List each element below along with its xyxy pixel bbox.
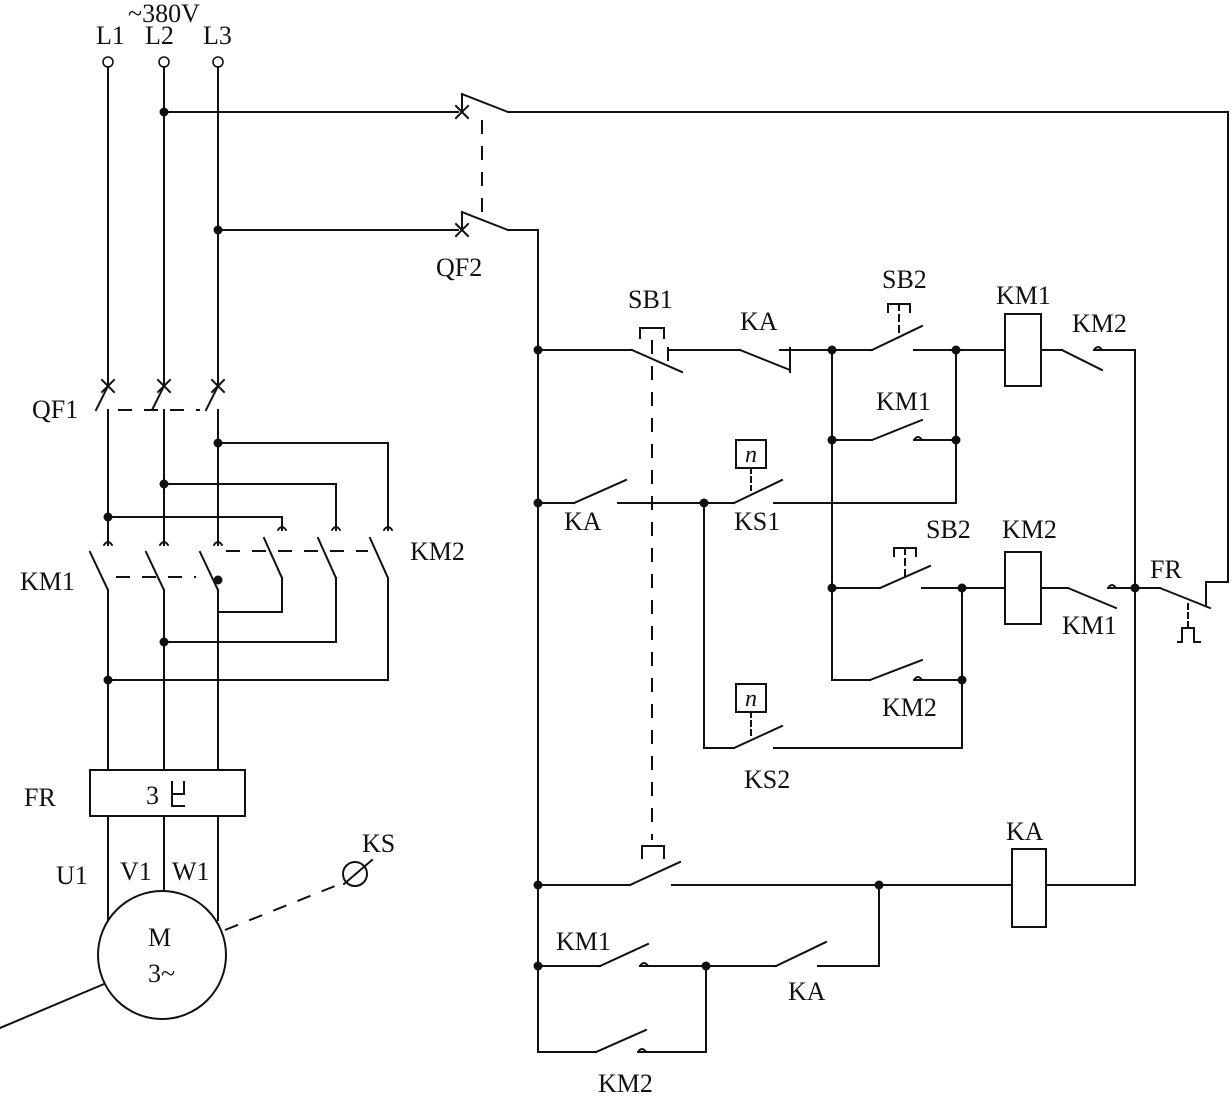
- ka-contact-top: [738, 347, 833, 373]
- km2-hold-label: KM2: [882, 693, 937, 722]
- motor-shaft: [0, 982, 106, 1030]
- ka-coil: [1011, 848, 1047, 928]
- phase-label-l2: L2: [145, 21, 174, 50]
- motor-feed-wires: [107, 611, 219, 771]
- km1-interlock-mid: [1040, 584, 1136, 610]
- speed-relay-link: [224, 883, 341, 931]
- km1-bottom-label: KM1: [556, 927, 611, 956]
- phase-label-l1: L1: [96, 21, 125, 50]
- km2-main-label: KM2: [410, 537, 465, 566]
- thermal-element-icon: [171, 781, 185, 807]
- km1-coil-label: KM1: [996, 281, 1051, 310]
- qf1-label: QF1: [32, 395, 78, 424]
- km2-contact-bottom: [537, 965, 707, 1054]
- km1-hold-label: KM1: [876, 387, 931, 416]
- km2-main-contacts: [103, 536, 390, 685]
- supply-terminals: [102, 56, 224, 68]
- ks2-symbol: n: [745, 686, 757, 712]
- km2-hold-contact: [831, 658, 963, 682]
- terminal-l1: [102, 56, 114, 68]
- terminal-v1: V1: [120, 857, 152, 886]
- sb2-reverse-button: [831, 547, 963, 590]
- ks2-label: KS2: [744, 765, 790, 794]
- phase-label-l3: L3: [203, 21, 232, 50]
- sb2-top-label: SB2: [882, 265, 927, 294]
- ka-top-label: KA: [740, 307, 778, 336]
- km2-top-label: KM2: [1072, 309, 1127, 338]
- main-bus-wires: [103, 435, 393, 546]
- qf2-breaker: [454, 92, 1229, 238]
- km1-contact-bottom: [537, 942, 707, 968]
- fr-contact-label: FR: [1150, 555, 1182, 584]
- ka-contact-mid: [537, 478, 705, 505]
- ks-label: KS: [362, 829, 395, 858]
- sb2-forward-button: [831, 303, 957, 352]
- sb2-mid-label: SB2: [926, 515, 971, 544]
- terminal-l2: [158, 56, 170, 68]
- km2-bottom-label: KM2: [598, 1069, 653, 1096]
- km1-mid-label: KM1: [1062, 611, 1117, 640]
- motor-phase-label: 3~: [148, 959, 175, 988]
- motor-label: M: [148, 923, 171, 952]
- fr-overload-contact: [1134, 581, 1212, 643]
- fr-thermal-relay: [89, 769, 246, 817]
- ks1-symbol: n: [745, 442, 757, 468]
- terminal-l3: [212, 56, 224, 68]
- km1-main-contacts: [88, 541, 223, 681]
- motor-leads: [107, 815, 219, 921]
- terminal-u1: U1: [56, 861, 88, 890]
- motor-icon: [97, 890, 227, 1020]
- ks1-contact: [703, 439, 957, 505]
- sb1-label: SB1: [628, 285, 673, 314]
- km2-interlock-top: [1040, 346, 1136, 372]
- km2-coil: [1004, 551, 1042, 625]
- fr-poles-label: 3: [146, 781, 159, 810]
- km1-main-label: KM1: [20, 567, 75, 596]
- ka-coil-label: KA: [1006, 817, 1044, 846]
- sb1-stop-button: [537, 327, 741, 840]
- terminal-w1: W1: [172, 857, 210, 886]
- qf2-feeder-wires: [159, 107, 459, 235]
- km2-coil-label: KM2: [1002, 515, 1057, 544]
- ka-bottom-label: KA: [788, 977, 826, 1006]
- supply-voltage-label: ~380V: [128, 0, 200, 28]
- sb1-lower-contact: [537, 845, 1013, 887]
- ks2-contact: [703, 683, 963, 750]
- fr-main-label: FR: [24, 783, 56, 812]
- km1-coil: [1004, 313, 1042, 387]
- ka-mid-label: KA: [564, 507, 602, 536]
- ka-contact-bottom: [705, 884, 880, 968]
- ks1-label: KS1: [734, 507, 780, 536]
- qf2-label: QF2: [436, 253, 482, 282]
- qf1-breaker: [94, 378, 226, 437]
- km1-hold-contact: [831, 418, 957, 442]
